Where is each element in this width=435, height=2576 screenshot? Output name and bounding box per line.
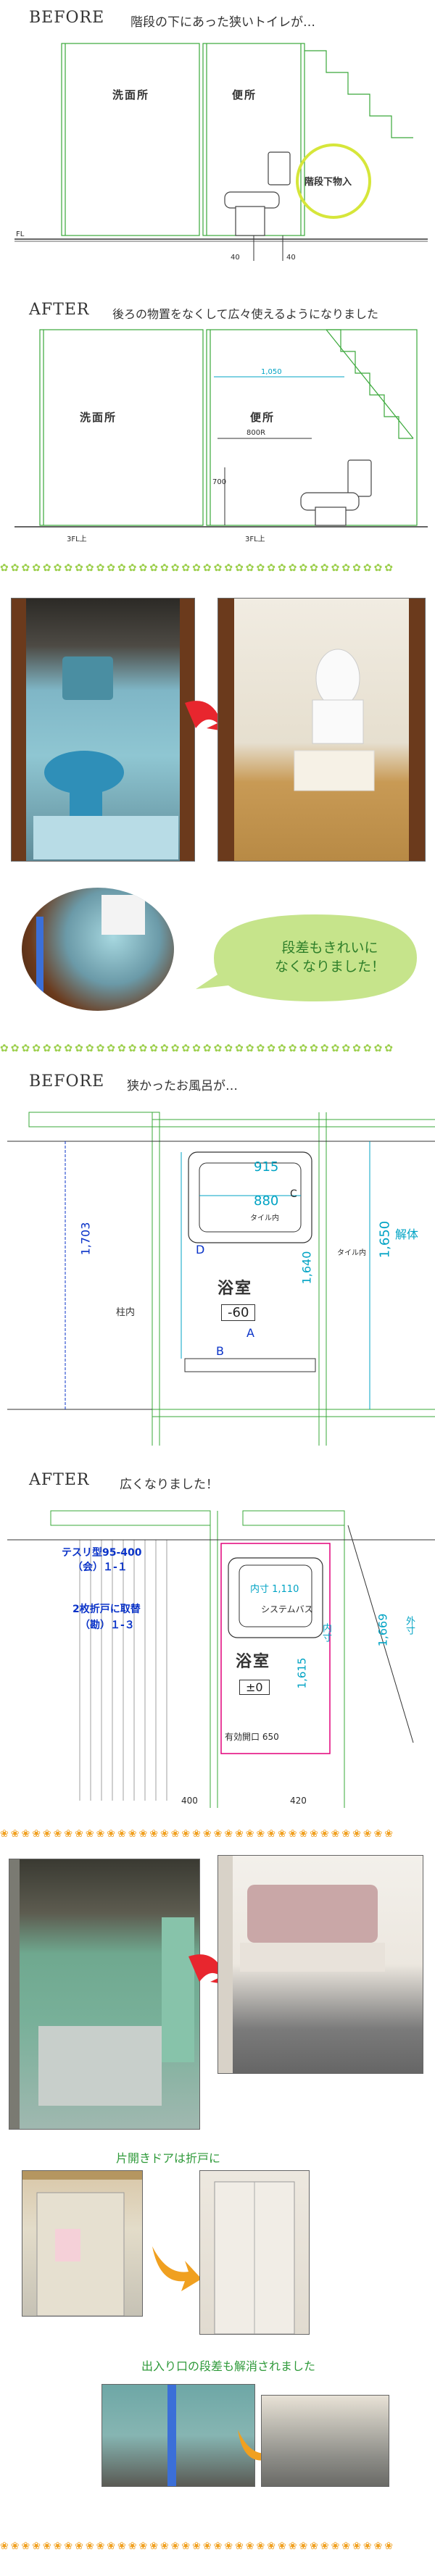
speech-bubble — [196, 914, 417, 1001]
toilet-after-photo — [218, 598, 426, 862]
speech-bubble-text: 段差もきれいに なくなりました！ — [274, 940, 385, 975]
note-handrail: テスリ型95-400 — [62, 1547, 142, 1559]
dim-420: 420 — [290, 1796, 307, 1806]
dim-1615: 1,615 — [295, 1657, 309, 1689]
note-folding-door: 2枚折戸に取替 — [72, 1604, 141, 1615]
divider-3: ❀❀❀❀❀❀❀❀❀❀❀❀❀❀❀❀❀❀❀❀❀❀❀❀❀❀❀❀❀❀❀❀❀❀❀❀❀ — [0, 1828, 396, 1840]
door-after-photo — [199, 2170, 310, 2335]
dim-915: 915 — [254, 1159, 279, 1175]
door-caption: 片開きドアは折戸に — [116, 2151, 221, 2165]
pillar-in: 柱内 — [116, 1307, 136, 1318]
dim-1050: 1,050 — [261, 368, 282, 376]
divider-4: ❀❀❀❀❀❀❀❀❀❀❀❀❀❀❀❀❀❀❀❀❀❀❀❀❀❀❀❀❀❀❀❀❀❀❀❀❀ — [0, 2540, 396, 2552]
fl-label: FL — [16, 230, 25, 238]
outer-label: 外寸 — [404, 1616, 415, 1635]
letter-a: A — [246, 1326, 254, 1340]
divider-2: ✿✿✿✿✿✿✿✿✿✿✿✿✿✿✿✿✿✿✿✿✿✿✿✿✿✿✿✿✿✿✿✿✿✿✿✿✿ — [0, 1043, 396, 1054]
dim-40-a: 40 — [231, 254, 240, 262]
tile-in-b: タイル内 — [337, 1249, 366, 1257]
after-heading-1: AFTER — [29, 301, 90, 319]
tile-in-a: タイル内 — [250, 1214, 279, 1222]
dim-1640: 1,640 — [299, 1251, 314, 1285]
dim-40-b: 40 — [286, 254, 296, 262]
dim-1110: 内寸 1,110 — [250, 1584, 299, 1595]
dim-700: 700 — [212, 478, 227, 486]
fl-label-b: 3FL上 — [245, 535, 265, 543]
bath-label-after: 浴室 — [236, 1653, 271, 1671]
inner-label: 内寸 — [320, 1623, 331, 1642]
room-toilet-label: 便所 — [232, 88, 257, 101]
divider-1: ✿✿✿✿✿✿✿✿✿✿✿✿✿✿✿✿✿✿✿✿✿✿✿✿✿✿✿✿✿✿✿✿✿✿✿✿✿ — [0, 562, 396, 574]
dim-1650: 1,650 — [377, 1220, 393, 1259]
room-washroom-label: 洗面所 — [112, 88, 150, 101]
bath-label-before: 浴室 — [218, 1280, 253, 1298]
toilet-before-photo — [11, 598, 195, 862]
before-heading-2: BEFORE — [29, 1072, 105, 1091]
floor-step-photo — [22, 888, 174, 1011]
dim-1669: 1,669 — [376, 1613, 390, 1647]
room-washroom-label-after: 洗面所 — [80, 411, 117, 424]
bath-after-plan — [7, 1510, 435, 1808]
letter-c: C — [290, 1188, 297, 1200]
dim-800r: 800R — [246, 429, 266, 437]
level-badge-after: ±0 — [239, 1680, 270, 1695]
arrow-orange-icon — [152, 2246, 202, 2291]
opening-label: 有効開口 650 — [225, 1732, 279, 1742]
note-folding-door-code: （勘）１-３ — [80, 1620, 135, 1631]
after-heading-2: AFTER — [29, 1471, 90, 1489]
system-bath-label: システムバス — [261, 1604, 313, 1614]
fl-label-a: 3FL上 — [67, 535, 87, 543]
step-caption: 出入り口の段差も解消されました — [141, 2359, 316, 2373]
door-before-photo — [22, 2170, 143, 2317]
dim-400: 400 — [181, 1796, 198, 1806]
demolish-label: 解体 — [395, 1227, 419, 1241]
before-subheading-2: 狭かったお風呂が… — [127, 1079, 238, 1093]
step-before-photo — [102, 2384, 255, 2487]
dim-880: 880 — [254, 1193, 279, 1209]
toilet-before-plan — [14, 43, 428, 261]
after-subheading-1: 後ろの物置をなくして広々使えるようになりました — [112, 307, 379, 321]
bath-before-photo — [9, 1859, 200, 2130]
level-badge-before: -60 — [221, 1304, 256, 1321]
storage-callout: 階段下物入 — [304, 177, 352, 188]
step-after-photo — [261, 2395, 389, 2487]
bath-before-plan — [7, 1112, 435, 1446]
bath-after-photo — [218, 1855, 423, 2074]
note-handrail-code: （会）１-１ — [72, 1562, 128, 1573]
letter-b: B — [216, 1344, 224, 1358]
room-toilet-label-after: 便所 — [250, 411, 276, 424]
before-subheading-1: 階段の下にあった狭いトイレが… — [130, 15, 315, 30]
before-heading-1: BEFORE — [29, 9, 105, 27]
dim-1703: 1,703 — [78, 1222, 93, 1256]
letter-d: D — [196, 1243, 205, 1256]
toilet-after-plan — [14, 329, 428, 528]
after-subheading-2: 広くなりました！ — [120, 1477, 218, 1492]
